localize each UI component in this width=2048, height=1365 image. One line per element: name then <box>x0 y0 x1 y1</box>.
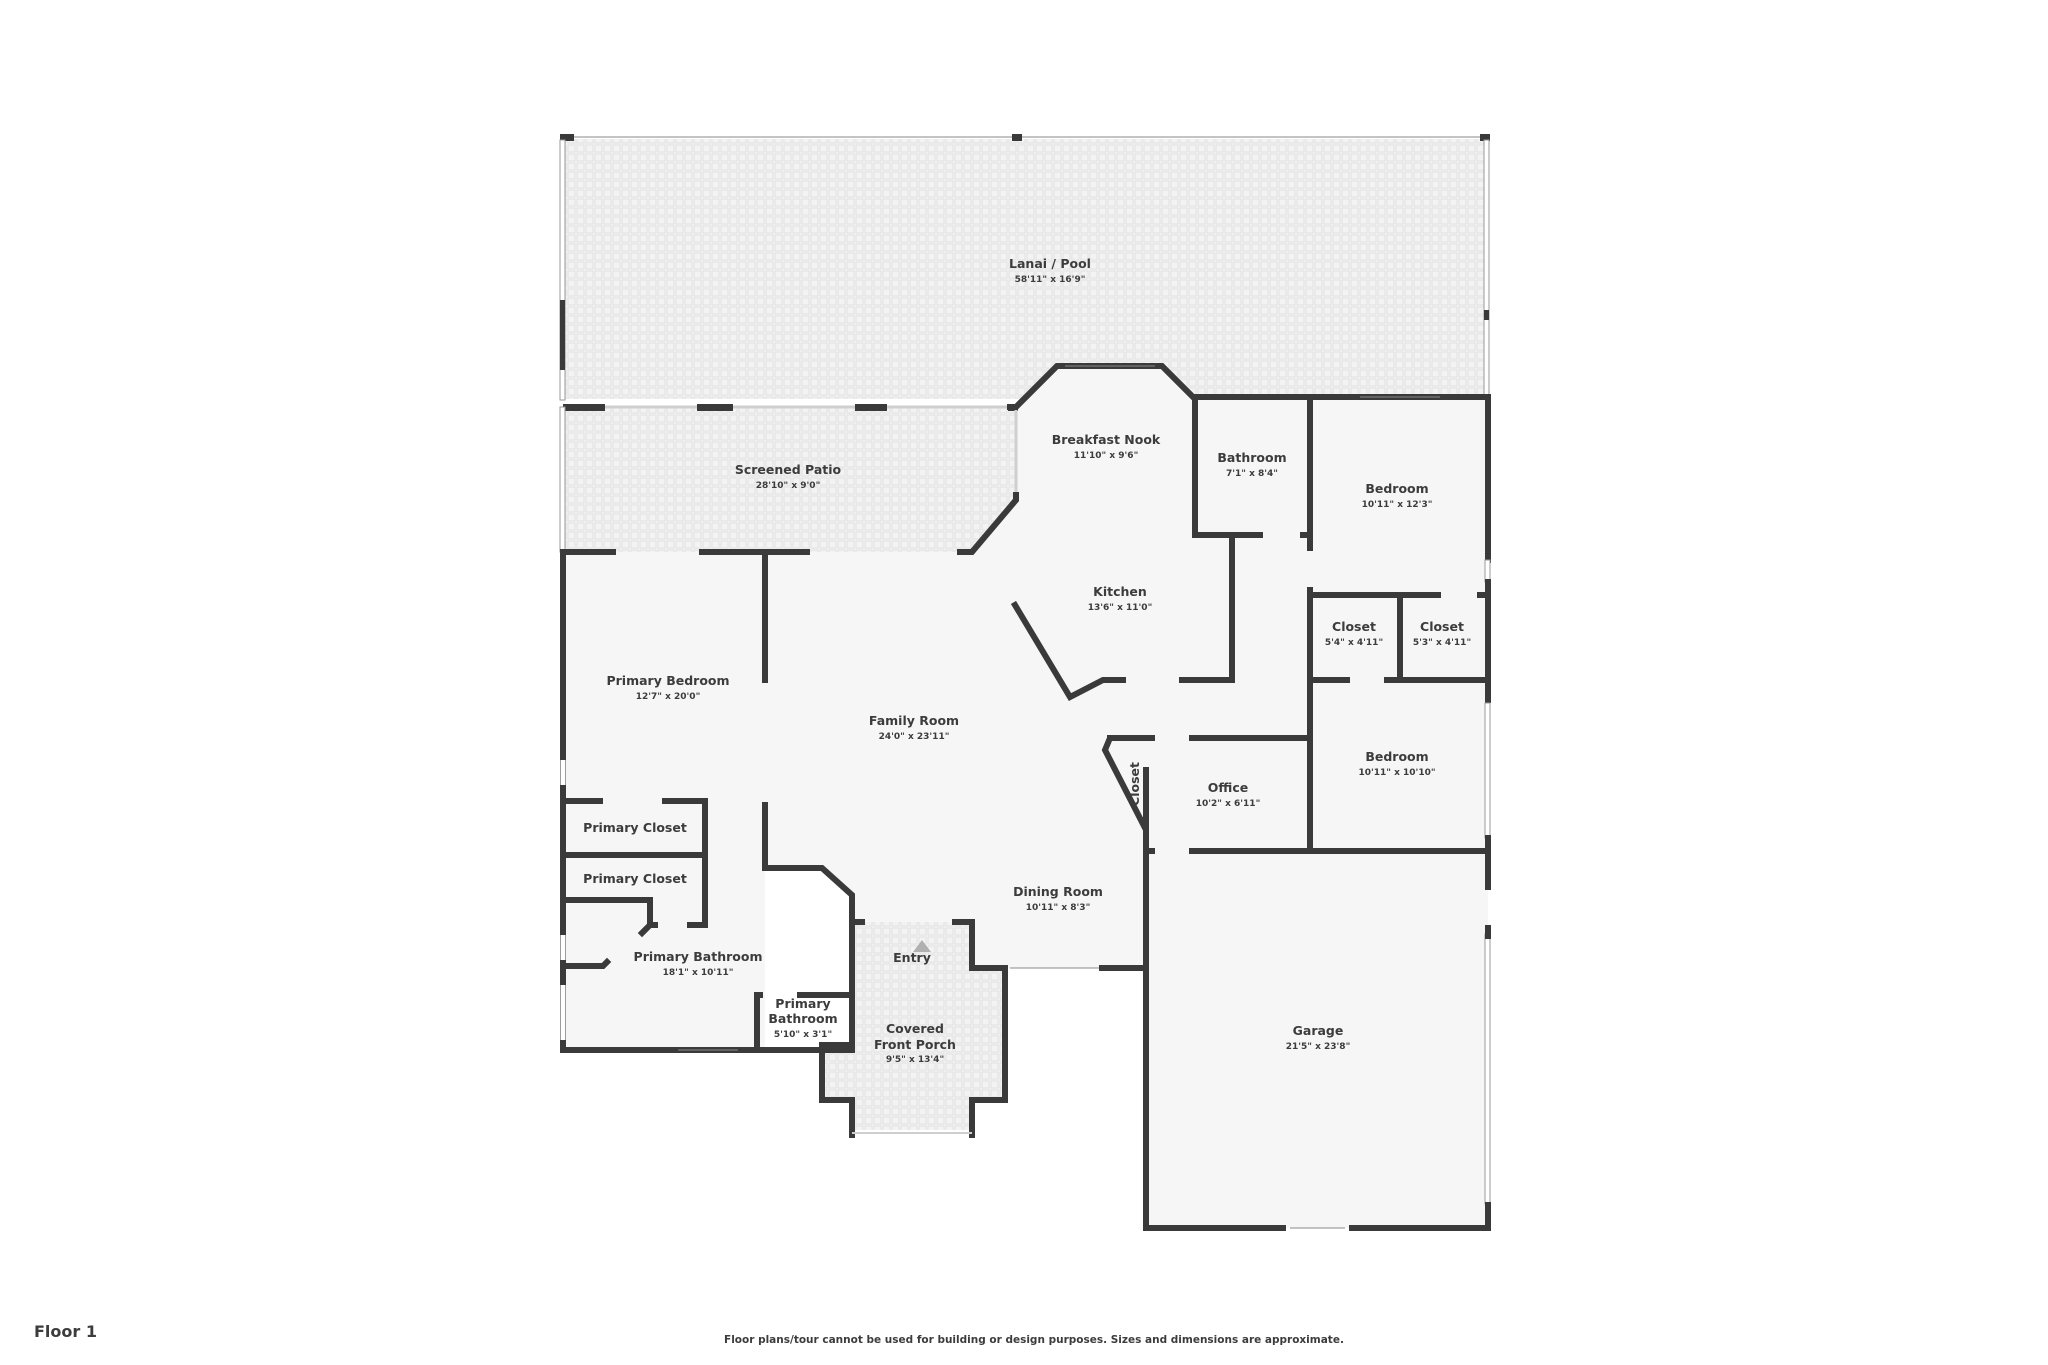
svg-text:9'5" x 13'4": 9'5" x 13'4" <box>886 1055 944 1065</box>
svg-text:24'0" x 23'11": 24'0" x 23'11" <box>879 732 950 742</box>
svg-text:12'7" x 20'0": 12'7" x 20'0" <box>636 692 701 702</box>
room-bedroom-1: Bedroom 10'11" x 12'3" <box>1362 481 1433 510</box>
room-closet-1: Closet 5'4" x 4'11" <box>1325 619 1383 648</box>
svg-text:Office: Office <box>1208 780 1248 795</box>
svg-text:Entry: Entry <box>893 950 931 965</box>
svg-text:13'6" x 11'0": 13'6" x 11'0" <box>1088 603 1153 613</box>
svg-text:Dining Room: Dining Room <box>1013 884 1103 899</box>
svg-text:58'11" x 16'9": 58'11" x 16'9" <box>1015 275 1086 285</box>
svg-text:5'3" x 4'11": 5'3" x 4'11" <box>1413 638 1471 648</box>
svg-text:10'11" x 10'10": 10'11" x 10'10" <box>1358 768 1435 778</box>
room-breakfast-nook: Breakfast Nook 11'10" x 9'6" <box>1052 432 1161 461</box>
svg-text:Primary Closet: Primary Closet <box>583 820 687 835</box>
room-primary-closet-2: Primary Closet <box>583 871 687 886</box>
room-dining-room: Dining Room 10'11" x 8'3" <box>1013 884 1103 913</box>
svg-text:7'1" x 8'4": 7'1" x 8'4" <box>1226 469 1278 479</box>
room-covered-front-porch: Covered Front Porch 9'5" x 13'4" <box>874 1021 956 1065</box>
svg-text:Closet: Closet <box>1420 619 1464 634</box>
room-primary-bathroom-small: Primary Bathroom 5'10" x 3'1" <box>768 996 837 1040</box>
room-hall-closet: Closet <box>1127 762 1142 806</box>
svg-text:Front Porch: Front Porch <box>874 1037 956 1052</box>
room-kitchen: Kitchen 13'6" x 11'0" <box>1088 584 1153 613</box>
svg-text:5'4" x 4'11": 5'4" x 4'11" <box>1325 638 1383 648</box>
svg-text:Primary Bedroom: Primary Bedroom <box>606 673 729 688</box>
svg-text:11'10" x 9'6": 11'10" x 9'6" <box>1074 451 1139 461</box>
svg-text:Garage: Garage <box>1293 1023 1344 1038</box>
room-family-room: Family Room 24'0" x 23'11" <box>869 713 959 742</box>
svg-text:10'2" x 6'11": 10'2" x 6'11" <box>1196 799 1261 809</box>
svg-text:5'10" x 3'1": 5'10" x 3'1" <box>774 1030 832 1040</box>
screened-patio-walls <box>559 404 1018 553</box>
svg-text:Breakfast Nook: Breakfast Nook <box>1052 432 1161 447</box>
room-entry: Entry <box>893 950 931 965</box>
svg-text:Lanai / Pool: Lanai / Pool <box>1009 256 1091 271</box>
lanai-area <box>563 139 1485 399</box>
room-lanai: Lanai / Pool 58'11" x 16'9" <box>1009 256 1091 285</box>
entry-arrow-icon <box>913 940 931 952</box>
svg-text:Bedroom: Bedroom <box>1365 749 1428 764</box>
room-garage: Garage 21'5" x 23'8" <box>1286 1023 1351 1052</box>
svg-text:10'11" x 8'3": 10'11" x 8'3" <box>1026 903 1091 913</box>
svg-text:Kitchen: Kitchen <box>1093 584 1147 599</box>
svg-text:Closet: Closet <box>1127 762 1142 806</box>
room-office: Office 10'2" x 6'11" <box>1196 780 1261 809</box>
svg-text:28'10" x 9'0": 28'10" x 9'0" <box>756 481 821 491</box>
svg-text:10'11" x 12'3": 10'11" x 12'3" <box>1362 500 1433 510</box>
disclaimer-text: Floor plans/tour cannot be used for buil… <box>724 1334 1344 1346</box>
front-porch-area <box>822 922 1005 1130</box>
screened-patio-area <box>563 407 1016 552</box>
interior-floor <box>563 366 1488 1228</box>
room-bathroom: Bathroom 7'1" x 8'4" <box>1217 450 1286 479</box>
svg-text:Bathroom: Bathroom <box>1217 450 1286 465</box>
floor-label: Floor 1 <box>34 1322 97 1341</box>
room-bedroom-2: Bedroom 10'11" x 10'10" <box>1358 749 1435 778</box>
svg-text:21'5" x 23'8": 21'5" x 23'8" <box>1286 1042 1351 1052</box>
room-closet-2: Closet 5'3" x 4'11" <box>1413 619 1471 648</box>
svg-text:Bathroom: Bathroom <box>768 1011 837 1026</box>
svg-text:Primary Bathroom: Primary Bathroom <box>634 949 763 964</box>
svg-text:Primary Closet: Primary Closet <box>583 871 687 886</box>
room-primary-bedroom: Primary Bedroom 12'7" x 20'0" <box>606 673 729 702</box>
svg-text:Family Room: Family Room <box>869 713 959 728</box>
svg-text:Closet: Closet <box>1332 619 1376 634</box>
room-primary-closet-1: Primary Closet <box>583 820 687 835</box>
svg-text:18'1" x 10'11": 18'1" x 10'11" <box>663 968 734 978</box>
room-primary-bathroom: Primary Bathroom 18'1" x 10'11" <box>634 949 763 978</box>
svg-text:Bedroom: Bedroom <box>1365 481 1428 496</box>
svg-text:Screened Patio: Screened Patio <box>735 462 842 477</box>
svg-text:Primary: Primary <box>775 996 830 1011</box>
svg-text:Covered: Covered <box>886 1021 944 1036</box>
room-screened-patio: Screened Patio 28'10" x 9'0" <box>735 462 842 491</box>
walls <box>560 363 1491 1231</box>
